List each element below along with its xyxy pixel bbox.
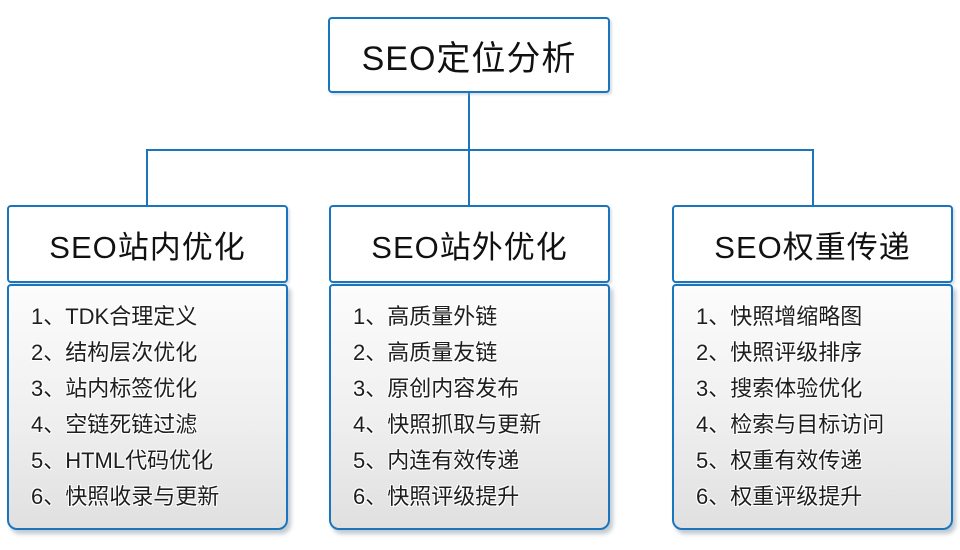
connector-horizontal (146, 149, 814, 151)
list-item: 4、快照抓取与更新 (353, 412, 542, 437)
column-onsite-list: 1、TDK合理定义 2、结构层次优化 3、站内标签优化 4、空链死链过滤 5、H… (7, 284, 288, 530)
column-weight-header: SEO权重传递 (672, 205, 953, 283)
list-item: 4、空链死链过滤 (31, 412, 198, 437)
connector-drop-middle (468, 149, 470, 205)
list-item: 5、内连有效传递 (353, 448, 520, 473)
column-onsite-items: 1、TDK合理定义 2、结构层次优化 3、站内标签优化 4、空链死链过滤 5、H… (31, 299, 286, 515)
list-item: 3、原创内容发布 (353, 376, 520, 401)
list-item: 2、结构层次优化 (31, 340, 198, 365)
column-offsite-header: SEO站外优化 (329, 205, 610, 283)
column-offsite-title: SEO站外优化 (371, 229, 568, 265)
list-item: 1、高质量外链 (353, 304, 498, 329)
list-item: 2、快照评级排序 (696, 340, 863, 365)
column-weight-items: 1、快照增缩略图 2、快照评级排序 3、搜索体验优化 4、检索与目标访问 5、权… (696, 299, 951, 515)
connector-drop-left (146, 149, 148, 205)
column-offsite-list: 1、高质量外链 2、高质量友链 3、原创内容发布 4、快照抓取与更新 5、内连有… (329, 284, 610, 530)
connector-root-stem (468, 93, 470, 151)
list-item: 5、权重有效传递 (696, 448, 863, 473)
column-weight-list: 1、快照增缩略图 2、快照评级排序 3、搜索体验优化 4、检索与目标访问 5、权… (672, 284, 953, 530)
list-item: 2、高质量友链 (353, 340, 498, 365)
column-weight-title: SEO权重传递 (714, 229, 911, 265)
list-item: 4、检索与目标访问 (696, 412, 885, 437)
column-onsite-header: SEO站内优化 (7, 205, 288, 283)
list-item: 3、站内标签优化 (31, 376, 198, 401)
list-item: 6、快照收录与更新 (31, 484, 220, 509)
list-item: 5、HTML代码优化 (31, 448, 214, 473)
list-item: 6、快照评级提升 (353, 484, 520, 509)
list-item: 1、快照增缩略图 (696, 304, 863, 329)
list-item: 1、TDK合理定义 (31, 304, 198, 329)
root-node: SEO定位分析 (328, 17, 610, 93)
list-item: 3、搜索体验优化 (696, 376, 863, 401)
column-onsite-title: SEO站内优化 (49, 229, 246, 265)
root-node-label: SEO定位分析 (361, 39, 577, 78)
connector-drop-right (812, 149, 814, 205)
list-item: 6、权重评级提升 (696, 484, 863, 509)
column-offsite-items: 1、高质量外链 2、高质量友链 3、原创内容发布 4、快照抓取与更新 5、内连有… (353, 299, 608, 515)
